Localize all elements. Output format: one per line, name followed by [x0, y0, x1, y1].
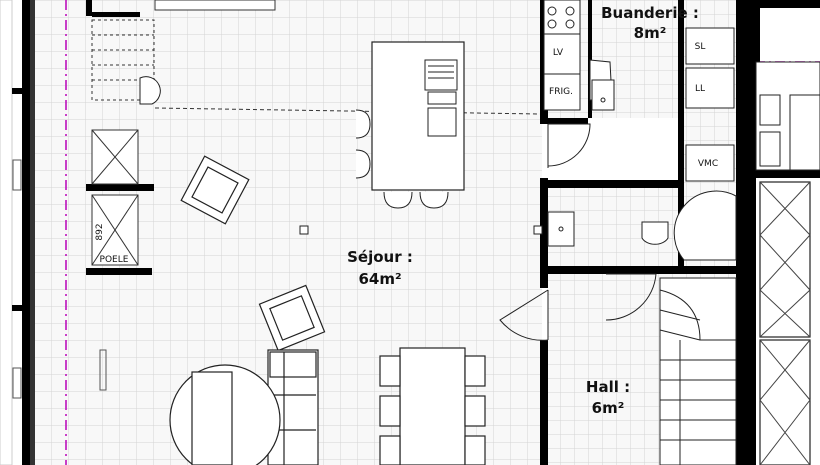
left-stairs [91, 0, 541, 266]
armchairs [180, 155, 326, 352]
left-border [0, 0, 13, 465]
appliance-lv: LV [553, 48, 564, 58]
buanderie-appliances [591, 27, 735, 182]
room-name-hall: Hall : [586, 378, 630, 396]
appliance-frig: FRIG. [549, 87, 573, 97]
appliance-sl: SL [695, 42, 706, 52]
room-area-buanderie: 8m² [634, 24, 667, 42]
kitchen-island [355, 41, 465, 209]
outlet-markers [299, 225, 543, 235]
dining-table [379, 347, 486, 465]
kitchen-column [543, 0, 581, 111]
walls [12, 0, 820, 465]
left-strip-marks [12, 159, 107, 399]
room-area-hall: 6m² [592, 399, 625, 417]
appliance-poele: POELE [100, 255, 129, 265]
appliance-vmc: VMC [698, 159, 718, 169]
room-name-sejour: Séjour : [347, 248, 413, 266]
dimension-label: 892 [95, 223, 105, 240]
appliance-ll: LL [695, 84, 705, 94]
room-name-buanderie: Buanderie : [601, 4, 699, 22]
round-rug [169, 364, 281, 465]
hall-stairs [659, 277, 737, 465]
right-rooms [755, 61, 820, 465]
wc-fixtures [547, 211, 669, 247]
room-area-sejour: 64m² [358, 270, 401, 288]
